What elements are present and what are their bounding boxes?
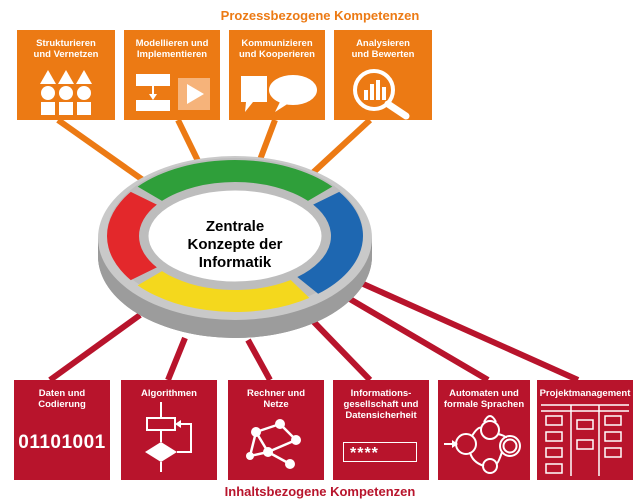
process-box-label: Modellieren und Implementieren — [135, 38, 209, 60]
shapes-icon — [40, 70, 92, 115]
content-box-automata: Automaten und formale Sprachen — [438, 380, 530, 480]
ring-segment-red — [106, 191, 157, 281]
content-competencies-heading: Inhaltsbezogene Kompetenzen — [224, 484, 416, 499]
flowchart-icon — [145, 402, 192, 472]
content-box-label: Algorithmen — [141, 388, 197, 399]
content-box-label: Rechner und Netze — [246, 388, 306, 410]
ring-segment-blue — [297, 191, 364, 294]
password-field-icon: **** — [343, 442, 417, 462]
process-connectors — [56, 117, 373, 188]
automaton-icon — [444, 415, 521, 474]
content-box-label: Automaten und formale Sprachen — [443, 388, 525, 410]
network-icon — [246, 419, 301, 469]
content-connectors — [48, 267, 580, 383]
ring-segment-green — [137, 160, 333, 201]
process-box-communicating: Kommunizieren und Kooperieren — [229, 30, 325, 120]
process-box-structuring: Strukturieren und Vernetzen — [17, 30, 115, 120]
process-competencies-heading: Prozessbezogene Kompetenzen — [220, 8, 420, 23]
process-box-label: Kommunizieren und Kooperieren — [238, 38, 315, 60]
content-box-data: Daten und Codierung 01101001 — [14, 380, 110, 480]
process-box-analysing: Analysieren und Bewerten — [334, 30, 432, 120]
concept-center — [145, 187, 325, 285]
binary-code: 01101001 — [18, 432, 106, 453]
ring-segment-yellow — [137, 271, 310, 312]
content-box-project-management: Projektmanagement — [537, 380, 633, 480]
process-box-label: Strukturieren und Vernetzen — [33, 38, 99, 60]
content-box-label: Daten und Codierung — [38, 388, 86, 410]
process-box-label: Analysieren und Bewerten — [351, 38, 415, 60]
content-box-society: Informations- gesellschaft und Datensich… — [333, 380, 429, 480]
speech-bubbles-icon — [241, 75, 317, 112]
content-box-computers: Rechner und Netze — [228, 380, 324, 480]
content-box-label: Projektmanagement — [539, 388, 631, 399]
content-box-algorithms: Algorithmen — [121, 380, 217, 480]
content-box-label: Informations- gesellschaft und Datensich… — [343, 388, 419, 421]
center-label: Zentrale Konzepte der Informatik — [187, 218, 283, 271]
concept-ring — [106, 160, 364, 312]
kanban-board-icon — [541, 404, 629, 476]
flowchart-play-icon — [136, 74, 210, 111]
magnifier-chart-icon — [353, 69, 410, 120]
process-box-modelling: Modellieren und Implementieren — [124, 30, 220, 120]
